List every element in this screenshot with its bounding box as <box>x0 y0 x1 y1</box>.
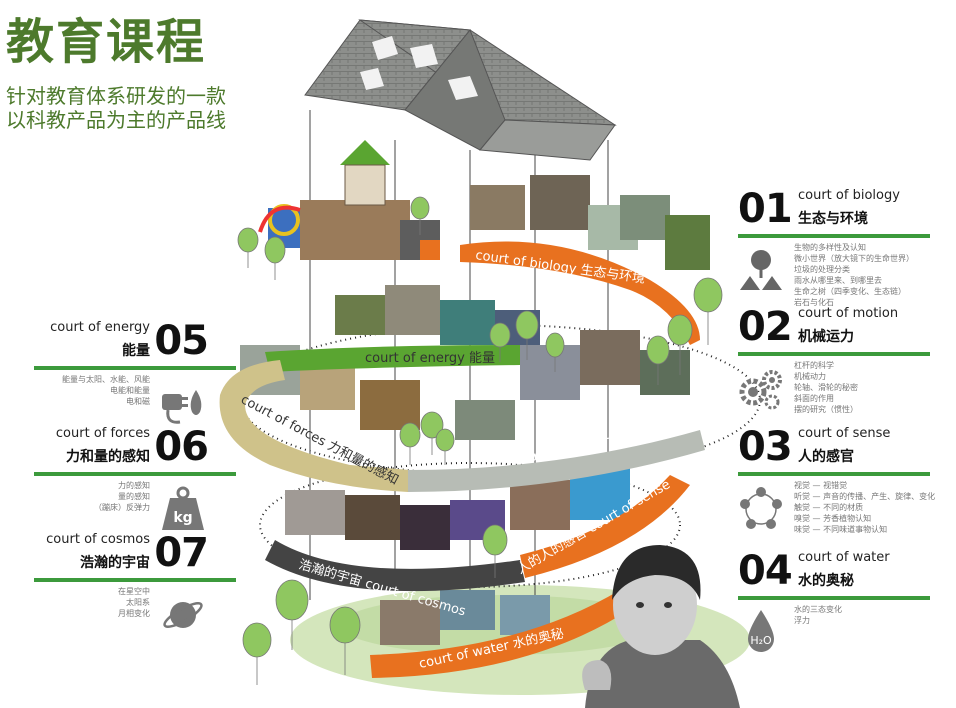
helix-ribbons <box>219 241 705 678</box>
card-title-zh: 力和量的感知 <box>66 449 150 465</box>
card-number: 06 <box>154 424 209 470</box>
card-title-zh: 人的感官 <box>798 449 854 465</box>
card-divider <box>34 366 236 370</box>
card-description: 能量与太阳、水能、风能 电能和能量 电和磁 <box>62 375 150 406</box>
gears-icon <box>739 370 782 410</box>
card-description: 力的感知 量的感知 （蹦床）反弹力 <box>94 481 150 512</box>
card-number: 02 <box>738 304 793 350</box>
card-number: 05 <box>154 318 209 364</box>
weight-label: kg <box>173 510 192 526</box>
card-biology: 01 court of biology 生态与环境 生物的多样性及认知 微小世界… <box>738 186 930 308</box>
ribbon-motion <box>408 430 705 492</box>
card-water: 04 court of water 水的奥秘 H₂O 水的三态变化 浮力 <box>738 548 930 652</box>
subtitle-line-1: 针对教育体系研发的一款 <box>6 84 226 108</box>
ribbon-water <box>370 590 632 678</box>
card-energy: 05 court of energy 能量 能量与太阳、水能、风能 电能和能量 … <box>34 318 236 424</box>
girl-figure <box>582 545 740 708</box>
card-title-en: court of water <box>798 550 890 565</box>
page-title: 教育课程 <box>6 14 207 70</box>
card-divider <box>738 234 930 238</box>
card-title-zh: 能量 <box>122 343 150 359</box>
weight-icon: kg <box>162 486 204 530</box>
photo-thumbnails <box>240 175 710 645</box>
card-title-zh: 水的奥秘 <box>798 573 854 589</box>
card-sense: 03 court of sense 人的感官 视觉 — 视错觉 听觉 — 声音的… <box>738 424 948 535</box>
card-number: 01 <box>738 186 793 232</box>
card-title-en: court of forces <box>55 426 150 441</box>
subtitle-line-2: 以科教产品为主的产品线 <box>6 108 226 132</box>
card-motion: 02 court of motion 机械运力 杠杆的科学 机械动力 轮轴、滑轮… <box>738 304 930 415</box>
ribbon-forces <box>219 360 410 492</box>
card-divider <box>738 472 930 476</box>
card-title-zh: 生态与环境 <box>798 211 868 227</box>
card-number: 03 <box>738 424 793 470</box>
ribbon-biology <box>460 241 700 345</box>
water-drop-icon: H₂O <box>748 610 774 652</box>
card-forces: 06 court of forces 力和量的感知 kg 力的感知 量的感知 （… <box>34 424 236 530</box>
ribbon-energy <box>265 345 520 372</box>
card-title-en: court of energy <box>50 320 150 335</box>
card-title-en: court of cosmos <box>46 532 150 547</box>
drop-label: H₂O <box>750 634 772 647</box>
card-cosmos: 07 court of cosmos 浩瀚的宇宙 在星空中 太阳系 月相变化 <box>34 530 236 628</box>
plug-icon <box>162 390 202 424</box>
card-title-en: court of sense <box>798 426 891 441</box>
card-title-zh: 浩瀚的宇宙 <box>80 555 150 571</box>
card-description: 视觉 — 视错觉 听觉 — 声音的传播、产生、旋律、变化 触觉 — 不同的材质 … <box>794 481 936 534</box>
card-title-zh: 机械运力 <box>798 329 854 345</box>
roof <box>304 19 617 161</box>
ribbon-sense <box>520 475 690 578</box>
dotted-orbit-lower <box>259 462 681 588</box>
ribbon-cosmos <box>265 540 525 592</box>
ribbon-label-energy: court of energy 能量 <box>365 351 495 366</box>
card-divider <box>738 352 930 356</box>
card-title-en: court of motion <box>798 306 899 321</box>
card-description: 在星空中 太阳系 月相变化 <box>118 587 150 618</box>
card-divider <box>738 596 930 600</box>
senses-icon <box>740 487 782 529</box>
card-divider <box>34 578 236 582</box>
trees <box>237 196 723 685</box>
card-number: 04 <box>738 548 793 594</box>
tree-mountain-icon <box>740 250 782 290</box>
playground-structure <box>258 140 440 260</box>
planet-icon <box>163 602 203 628</box>
card-description: 水的三态变化 浮力 <box>794 605 842 625</box>
card-description: 生物的多样性及认知 微小世界（放大镜下的生命世界） 垃圾的处理分类 雨水从哪里来… <box>794 243 914 307</box>
card-divider <box>34 472 236 476</box>
card-description: 杠杆的科学 机械动力 轮轴、滑轮的秘密 斜面的作用 摆的研究（惯性） <box>794 361 858 414</box>
card-title-en: court of biology <box>798 188 900 203</box>
card-number: 07 <box>154 530 209 576</box>
